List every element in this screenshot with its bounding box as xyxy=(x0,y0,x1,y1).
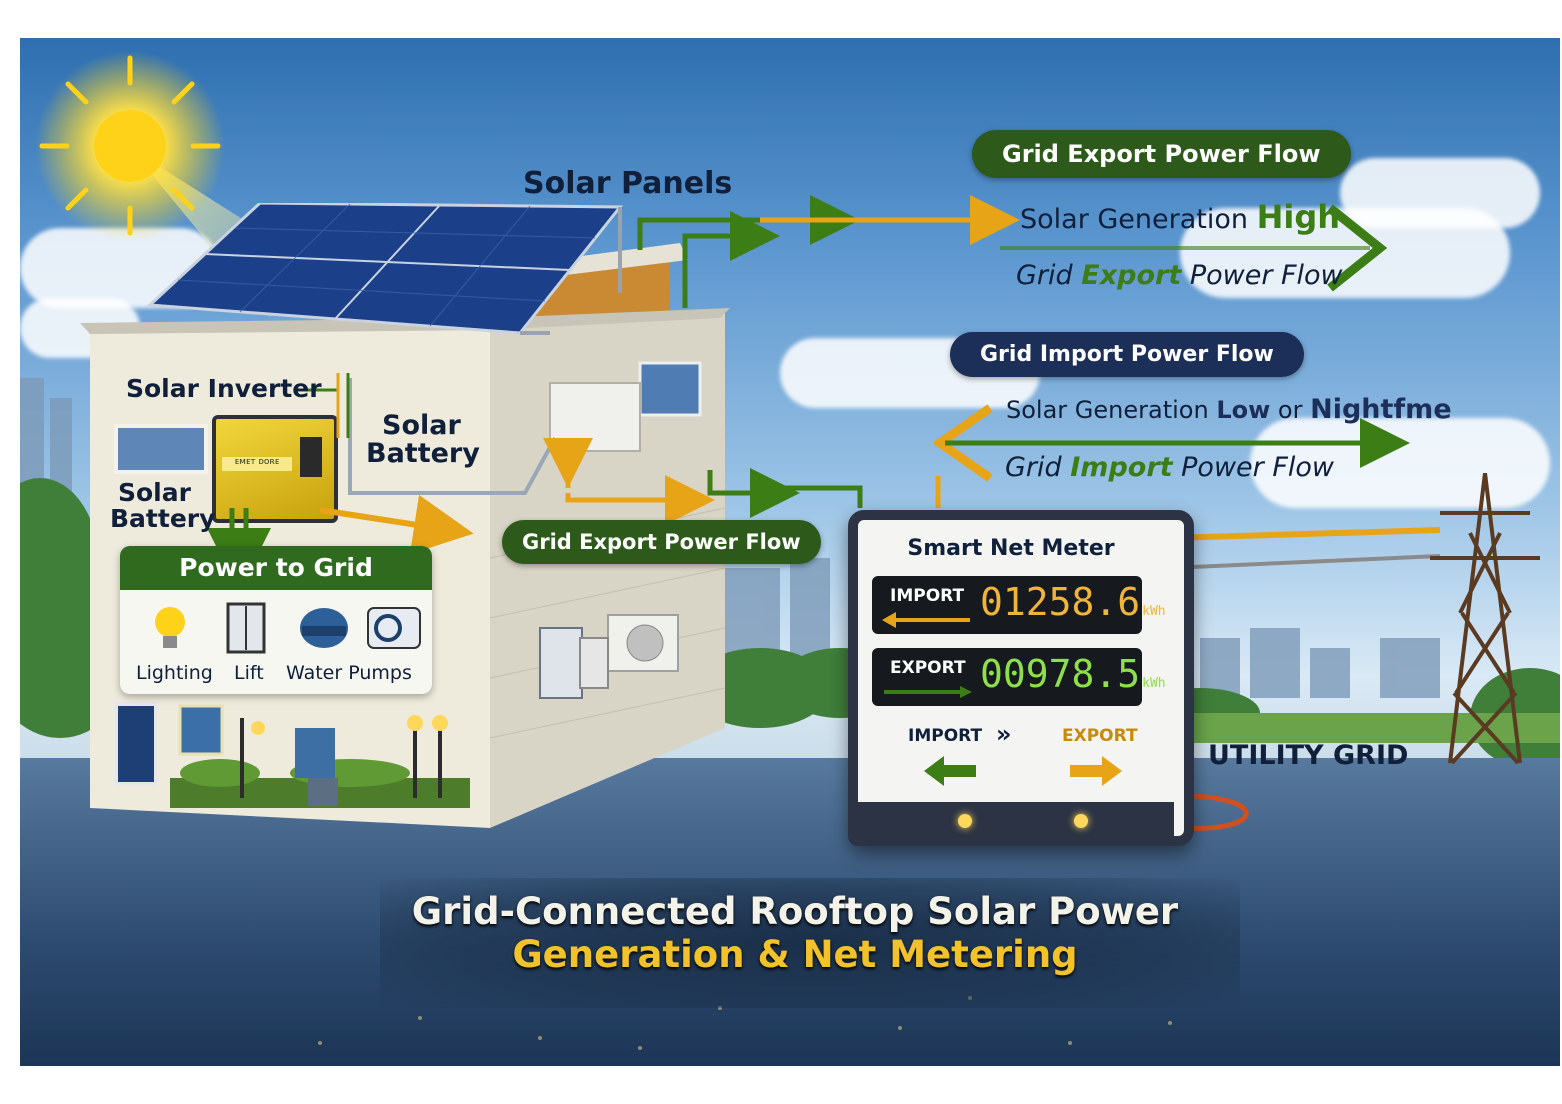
meter-bottom-export-label: EXPORT xyxy=(1062,726,1138,746)
grid-import-pill: Grid Import Power Flow xyxy=(950,332,1304,377)
inverter-brand-label: ᴇᴍᴇᴛ ᴅᴏʀᴇ xyxy=(222,457,292,471)
meter-export-label: EXPORT xyxy=(890,658,966,678)
export-line-2-highlight: Export xyxy=(1081,260,1182,291)
meter-bottom-import-label: IMPORT xyxy=(908,726,983,746)
grid-export-pill: Grid Export Power Flow xyxy=(972,130,1351,178)
import-line-1: Solar Generation Low or Nightfme xyxy=(1006,394,1452,425)
meter-indicator-light xyxy=(958,814,972,828)
import-left-arrow-icon xyxy=(924,756,976,786)
meter-bottom-arrows: » xyxy=(996,720,1012,748)
solar-battery-right-label-1: Solar xyxy=(382,410,461,441)
power-to-grid-title: Power to Grid xyxy=(120,546,432,590)
export-line-2: Grid Export Power Flow xyxy=(1016,260,1343,291)
import-arrow-icon xyxy=(882,612,970,628)
solar-inverter-unit: ᴇᴍᴇᴛ ᴅᴏʀᴇ xyxy=(212,415,338,523)
export-line-2-prefix: Grid xyxy=(1016,260,1073,291)
meter-export-digits: 00978.5 xyxy=(980,652,1141,696)
meter-import-label: IMPORT xyxy=(890,586,965,606)
import-line-1-highlight-b: Nightfme xyxy=(1310,394,1452,425)
title-line-2: Generation & Net Metering xyxy=(512,933,1078,976)
title-line-1: Grid-Connected Rooftop Solar Power xyxy=(411,890,1179,933)
import-line-2: Grid Import Power Flow xyxy=(1005,452,1334,483)
load-label-water-pumps: Water Pumps xyxy=(286,662,412,684)
pump-motor-icon xyxy=(367,607,421,649)
solar-panel-array xyxy=(146,203,624,335)
flow-arrows xyxy=(207,195,1441,831)
meter-base xyxy=(848,802,1174,846)
export-arrow-icon xyxy=(884,686,972,698)
export-line-2-suffix: Power Flow xyxy=(1189,260,1343,291)
solar-inverter-label: Solar Inverter xyxy=(126,374,322,403)
export-line-1-highlight: High xyxy=(1256,198,1341,236)
solar-battery-right-label-2: Battery xyxy=(366,438,480,469)
import-line-1-highlight-a: Low xyxy=(1216,396,1271,424)
load-label-lift: Lift xyxy=(234,662,264,684)
import-line-2-suffix: Power Flow xyxy=(1181,452,1334,483)
meter-export-unit: kWh xyxy=(1142,676,1166,691)
import-line-2-prefix: Grid xyxy=(1005,452,1062,483)
import-line-1-mid: or xyxy=(1277,396,1303,424)
meter-indicator-light xyxy=(1074,814,1088,828)
meter-title: Smart Net Meter xyxy=(907,536,1115,561)
cloud xyxy=(1340,158,1540,228)
utility-grid-label: UTILITY GRID xyxy=(1208,740,1409,771)
lift-icon xyxy=(226,602,266,654)
lightbulb-icon xyxy=(155,607,185,648)
import-line-2-highlight: Import xyxy=(1070,452,1173,483)
solar-battery-left-label-1: Solar xyxy=(118,478,191,507)
meter-import-unit: kWh xyxy=(1142,604,1166,619)
meter-import-digits: 01258.6 xyxy=(980,580,1141,624)
solar-battery-left-label-2: Battery xyxy=(110,504,216,533)
inverter-display xyxy=(300,437,322,477)
import-line-1-prefix: Solar Generation xyxy=(1006,396,1209,424)
load-label-lighting: Lighting xyxy=(136,662,213,684)
solar-panels-label: Solar Panels xyxy=(523,166,733,201)
scene: ᴇᴍᴇᴛ ᴅᴏʀᴇ xyxy=(20,38,1560,1066)
water-pump-icon xyxy=(300,608,348,648)
transmission-tower xyxy=(1410,473,1540,765)
power-to-grid-panel: Power to Grid Lighting Lift Water Pumps xyxy=(120,546,432,694)
grid-export-mid-pill: Grid Export Power Flow xyxy=(502,520,821,564)
export-line-1-prefix: Solar Generation xyxy=(1020,204,1249,235)
export-right-arrow-icon xyxy=(1070,756,1122,786)
title-backdrop xyxy=(380,878,1240,1008)
export-line-1: Solar Generation High xyxy=(1020,198,1340,236)
